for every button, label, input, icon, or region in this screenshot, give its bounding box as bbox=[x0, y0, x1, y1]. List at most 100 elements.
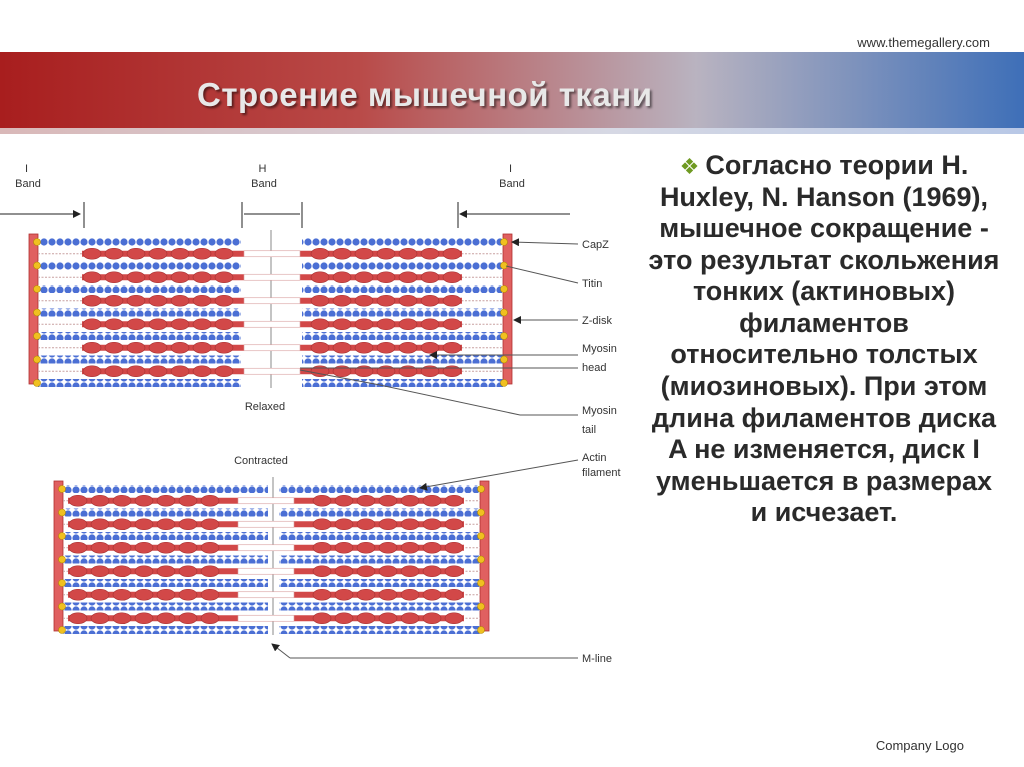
myosin-head bbox=[400, 565, 420, 578]
myosin-head bbox=[104, 365, 124, 378]
myosin-head bbox=[68, 588, 88, 601]
myosin-head bbox=[398, 318, 418, 331]
m-line-zone bbox=[237, 497, 295, 505]
myosin-head bbox=[156, 612, 176, 625]
myosin-head bbox=[422, 588, 442, 601]
myosin-head bbox=[334, 541, 354, 554]
myosin-head bbox=[200, 518, 220, 531]
myosin-head bbox=[442, 341, 462, 354]
myosin-head bbox=[444, 518, 464, 531]
m-line-zone bbox=[237, 544, 295, 552]
myosin-head bbox=[112, 612, 132, 625]
myosin-head bbox=[214, 318, 234, 331]
myosin-head bbox=[442, 247, 462, 260]
myosin-head bbox=[310, 247, 330, 260]
actin-filament bbox=[63, 508, 268, 517]
myosin-head bbox=[356, 541, 376, 554]
myosin-head bbox=[170, 271, 190, 284]
actin-filament bbox=[38, 285, 241, 293]
myosin-head bbox=[104, 341, 124, 354]
capz-cap bbox=[58, 555, 66, 564]
myosin-head-label: Myosin head bbox=[582, 343, 620, 374]
myosin-head bbox=[148, 294, 168, 307]
myosin-head bbox=[170, 318, 190, 331]
myosin-head bbox=[400, 588, 420, 601]
actin-filament bbox=[302, 261, 503, 270]
company-logo[interactable]: Company Logo bbox=[875, 738, 964, 753]
myosin-head bbox=[82, 247, 102, 260]
myosin-head bbox=[444, 565, 464, 578]
actin-filament bbox=[302, 238, 503, 246]
myosin-head bbox=[178, 541, 198, 554]
actin-filament bbox=[279, 579, 480, 587]
capz-cap bbox=[58, 485, 66, 493]
actin-filament bbox=[279, 555, 480, 564]
myosin-head bbox=[178, 494, 198, 507]
myosin-head bbox=[148, 271, 168, 284]
actin-filament bbox=[279, 602, 480, 611]
myosin-head bbox=[420, 294, 440, 307]
myosin-head bbox=[192, 365, 212, 378]
myosin-head bbox=[354, 271, 374, 284]
myosin-head bbox=[82, 365, 102, 378]
myosin-head bbox=[376, 365, 396, 378]
m-line-zone bbox=[243, 250, 301, 258]
capz-cap bbox=[477, 602, 485, 611]
myosin-head bbox=[376, 271, 396, 284]
myosin-head bbox=[104, 294, 124, 307]
myosin-head bbox=[398, 365, 418, 378]
actin-filament bbox=[63, 626, 268, 634]
actin-filament bbox=[38, 355, 241, 364]
myosin-head bbox=[398, 341, 418, 354]
myosin-head bbox=[400, 612, 420, 625]
myosin-head bbox=[354, 247, 374, 260]
myosin-head bbox=[156, 518, 176, 531]
myosin-head bbox=[356, 494, 376, 507]
site-url[interactable]: www.themegallery.com bbox=[857, 35, 990, 50]
myosin-head bbox=[214, 341, 234, 354]
myosin-head bbox=[104, 247, 124, 260]
actin-filament bbox=[63, 579, 268, 587]
m-line-zone bbox=[243, 273, 301, 281]
m-line-zone bbox=[237, 567, 295, 575]
myosin-head bbox=[192, 247, 212, 260]
myosin-head bbox=[376, 247, 396, 260]
myosin-head bbox=[126, 365, 146, 378]
myosin-head bbox=[398, 294, 418, 307]
capz-cap bbox=[33, 238, 41, 246]
myosin-head bbox=[148, 247, 168, 260]
myosin-head bbox=[112, 588, 132, 601]
myosin-head bbox=[332, 318, 352, 331]
myosin-head bbox=[354, 294, 374, 307]
myosin-head bbox=[334, 518, 354, 531]
myosin-head bbox=[134, 612, 154, 625]
myosin-head bbox=[178, 612, 198, 625]
myosin-head bbox=[334, 612, 354, 625]
myosin-head bbox=[214, 294, 234, 307]
myosin-head bbox=[192, 294, 212, 307]
myosin-head bbox=[378, 588, 398, 601]
myosin-head bbox=[68, 494, 88, 507]
actin-filament bbox=[63, 532, 268, 540]
capz-cap bbox=[500, 308, 508, 317]
capz-cap bbox=[500, 285, 508, 293]
myosin-head bbox=[356, 588, 376, 601]
myosin-head bbox=[178, 518, 198, 531]
myosin-head bbox=[68, 612, 88, 625]
actin-filament bbox=[38, 238, 241, 246]
myosin-head bbox=[192, 271, 212, 284]
myosin-head bbox=[334, 565, 354, 578]
actin-filament bbox=[38, 308, 241, 317]
myosin-head bbox=[126, 294, 146, 307]
body-paragraph: Согласно теории H. Huxley, N. Hanson (19… bbox=[648, 150, 1000, 528]
myosin-head bbox=[90, 541, 110, 554]
myosin-head bbox=[90, 612, 110, 625]
myosin-head bbox=[178, 565, 198, 578]
myosin-head bbox=[90, 518, 110, 531]
myosin-head bbox=[112, 518, 132, 531]
myosin-head bbox=[422, 541, 442, 554]
myosin-head bbox=[134, 541, 154, 554]
myosin-head bbox=[82, 341, 102, 354]
myosin-head bbox=[104, 271, 124, 284]
myosin-head bbox=[444, 612, 464, 625]
